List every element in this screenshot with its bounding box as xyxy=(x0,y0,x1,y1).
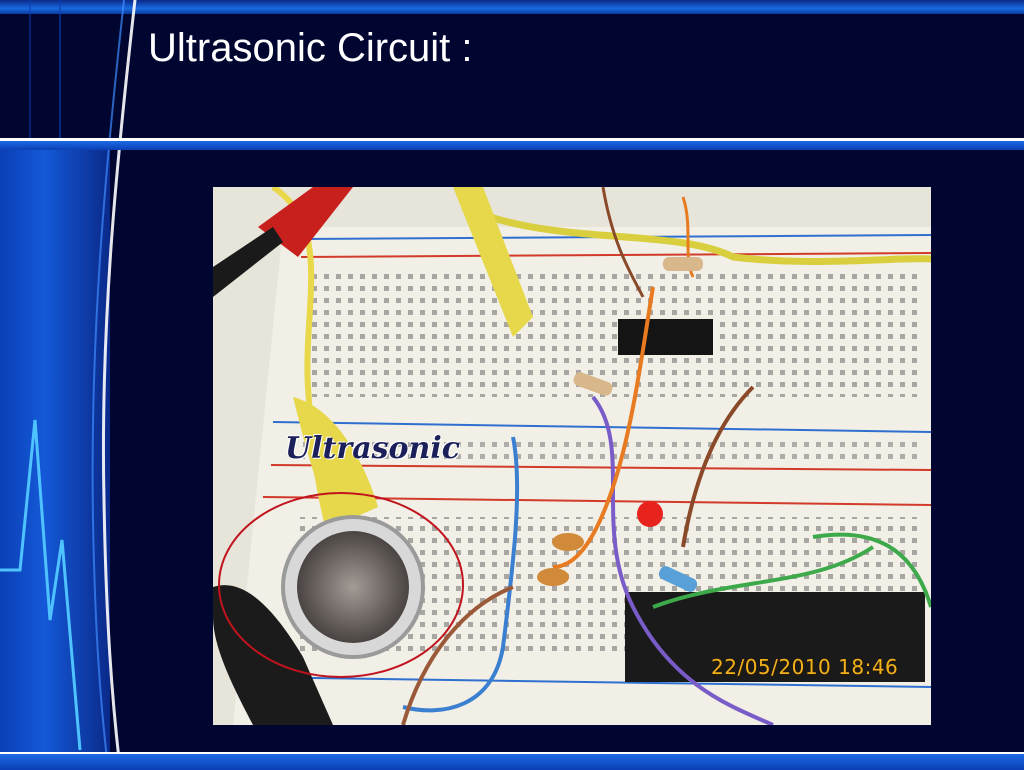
bottom-accent-bar xyxy=(0,752,1024,770)
breadboard-illustration xyxy=(213,187,931,725)
photo-timestamp: 22/05/2010 18:46 xyxy=(711,655,899,679)
title-divider-bar xyxy=(0,138,1024,150)
top-accent-bar xyxy=(0,0,1024,14)
circuit-photo: Ultrasonic 22/05/2010 18:46 xyxy=(213,187,931,725)
sensor-caption: Ultrasonic xyxy=(285,431,461,466)
slide-title: Ultrasonic Circuit : xyxy=(148,26,473,70)
pulse-wave-decoration xyxy=(0,419,82,751)
left-decorative-band xyxy=(0,150,110,752)
